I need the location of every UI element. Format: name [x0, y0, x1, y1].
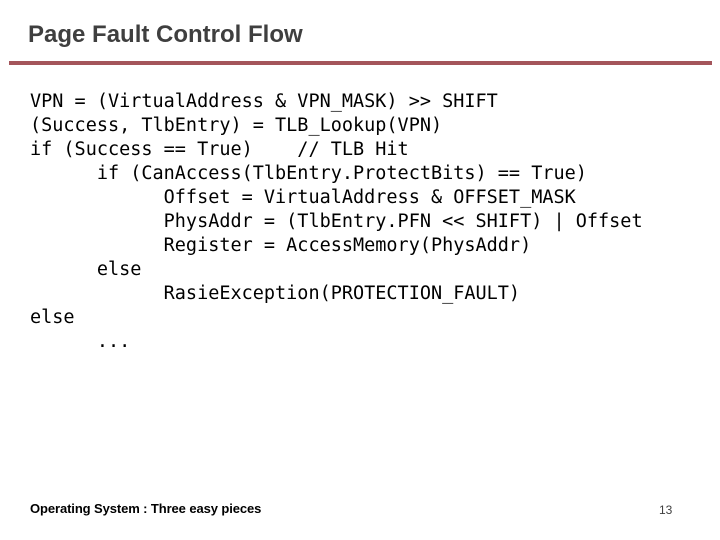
code-line: PhysAddr = (TlbEntry.PFN << SHIFT) | Off… — [30, 211, 643, 232]
page-title: Page Fault Control Flow — [28, 21, 303, 48]
code-line: RasieException(PROTECTION_FAULT) — [30, 283, 521, 304]
code-line: ... — [30, 331, 131, 352]
code-line: VPN = (VirtualAddress & VPN_MASK) >> SHI… — [30, 91, 498, 112]
code-line: if (Success == True) // TLB Hit — [30, 139, 409, 160]
code-line: Register = AccessMemory(PhysAddr) — [30, 235, 532, 256]
code-line: else — [30, 307, 75, 328]
code-block: VPN = (VirtualAddress & VPN_MASK) >> SHI… — [30, 90, 643, 354]
footer-text: Operating System : Three easy pieces — [30, 501, 262, 516]
code-line: if (CanAccess(TlbEntry.ProtectBits) == T… — [30, 163, 587, 184]
title-divider — [9, 61, 712, 65]
page-number: 13 — [659, 503, 673, 517]
code-line: Offset = VirtualAddress & OFFSET_MASK — [30, 187, 576, 208]
code-line: (Success, TlbEntry) = TLB_Lookup(VPN) — [30, 115, 443, 136]
code-line: else — [30, 259, 142, 280]
